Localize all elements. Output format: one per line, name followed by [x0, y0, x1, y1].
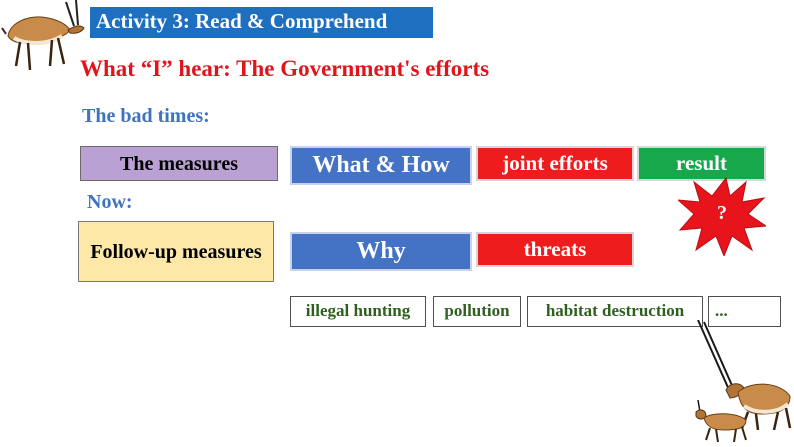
threat-item: ... — [708, 296, 781, 327]
threat-item: pollution — [433, 296, 521, 327]
starburst-shape-icon — [678, 176, 766, 256]
what-how-box: What & How — [290, 146, 472, 185]
antelope-illustration-top-left — [1, 0, 85, 71]
antelope-calf-illustration — [695, 399, 747, 442]
why-box: Why — [290, 232, 472, 271]
threat-item: habitat destruction — [527, 296, 703, 327]
now-label: Now: — [87, 191, 133, 213]
activity-banner: Activity 3: Read & Comprehend — [90, 7, 433, 38]
threat-item: illegal hunting — [290, 296, 426, 327]
bad-times-label: The bad times: — [82, 105, 210, 127]
threats-box: threats — [476, 232, 634, 267]
follow-up-measures-box: Follow-up measures — [78, 221, 274, 282]
joint-efforts-box: joint efforts — [476, 146, 634, 181]
question-starburst: ? — [678, 176, 766, 256]
antelope-illustration-bottom-right — [697, 320, 792, 430]
page-heading: What “I” hear: The Government's efforts — [80, 56, 490, 81]
measures-box: The measures — [80, 146, 278, 181]
question-mark: ? — [717, 202, 727, 224]
result-box: result — [637, 146, 766, 181]
